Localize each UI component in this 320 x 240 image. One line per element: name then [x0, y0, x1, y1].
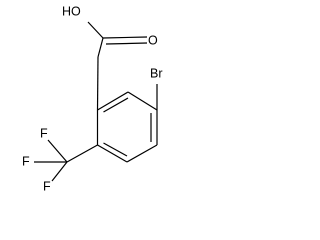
bromine-label: Br — [150, 66, 163, 80]
ring-double-bond-c5-c6 — [103, 142, 128, 157]
benzene-ring — [96, 91, 158, 163]
fluorine-top-label: F — [40, 126, 48, 140]
bond-carbonyl-oh — [87, 21, 104, 39]
ring-bond-c2-c3 — [127, 91, 158, 111]
bond-ch2-carbonyl — [97, 37, 104, 58]
fluorine-bottom-label: F — [43, 179, 51, 193]
bond-c-f-bottom — [51, 161, 68, 182]
ring-bond-c1-c2 — [97, 91, 129, 111]
hydroxyl-label: HO — [62, 4, 81, 18]
bond-carbonyl-o — [102, 36, 148, 39]
carbonyl-oxygen-label: O — [148, 33, 158, 47]
molecule-drawing: HO O Br F F F — [0, 0, 179, 195]
ring-bond-c5-c6 — [97, 144, 128, 163]
bond-ring-cf3 — [66, 144, 98, 163]
trifluoromethyl-group — [34, 139, 98, 182]
ring-double-bond-c1-c2 — [103, 97, 129, 113]
bond-c-f-top — [47, 139, 68, 163]
bond-carbonyl-o-double — [105, 42, 148, 45]
skeletal-formula: HO O Br F F F — [22, 4, 163, 193]
ring-bond-c4-c5 — [126, 144, 158, 163]
fluorine-left-label: F — [22, 154, 30, 168]
bond-ring-ch2 — [96, 56, 99, 111]
acetic-acid-group — [87, 21, 148, 111]
